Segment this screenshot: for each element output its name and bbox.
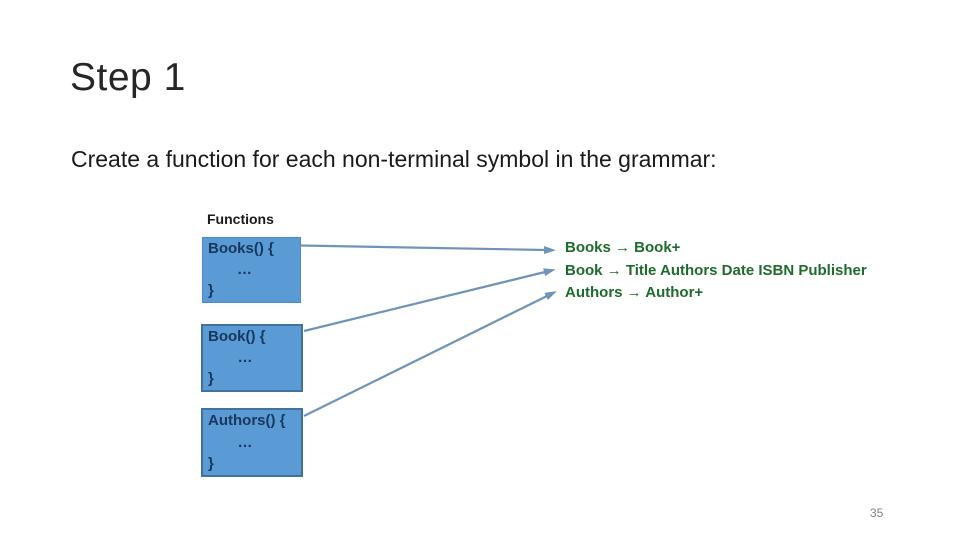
function-box-book: Book() { … } [201,324,303,392]
page-title: Step 1 [70,56,186,99]
function-closing-brace: } [208,455,214,472]
grammar-rule-books: Books → Book+ [565,239,681,256]
function-closing-brace: } [208,282,214,299]
page-number: 35 [870,506,884,520]
function-closing-brace: } [208,370,214,387]
grammar-rule-authors: Authors → Author+ [565,284,704,301]
function-signature: Books() { [208,240,274,257]
arrow-authors-to-rule [303,291,557,417]
function-body-ellipsis: … [237,261,252,278]
function-body-ellipsis: … [237,433,253,451]
functions-column-label: Functions [207,211,274,227]
grammar-rule-book: Book → Title Authors Date ISBN Publisher [565,262,867,279]
function-signature: Authors() { [208,412,286,429]
slide-subtitle: Create a function for each non-terminal … [71,146,717,172]
function-body-ellipsis: … [237,349,253,366]
function-signature: Book() { [208,328,266,345]
arrow-book-to-rule [303,268,556,333]
function-box-books: Books() { … } [202,237,301,303]
function-box-authors: Authors() { … } [201,408,303,477]
arrow-books-to-rule [300,244,556,254]
